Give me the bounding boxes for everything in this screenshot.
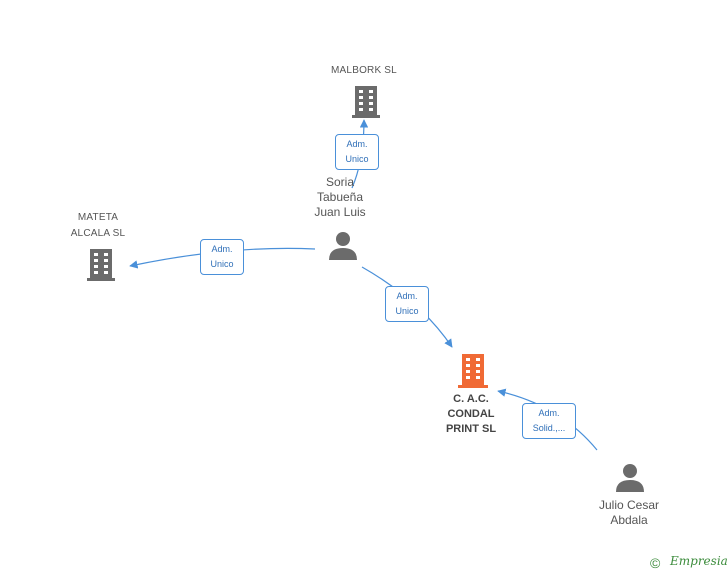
person-label-julio: Julio Cesar Abdala (598, 498, 660, 527)
person-icon[interactable] (328, 231, 358, 261)
person-icon[interactable] (615, 463, 645, 493)
building-icon[interactable] (350, 84, 382, 120)
building-icon-main[interactable] (456, 352, 490, 390)
building-icon[interactable] (85, 247, 117, 283)
edge-label-soria-condal[interactable]: Adm. Unico (385, 286, 429, 322)
edge-label-julio-condal[interactable]: Adm. Solid.,... (522, 403, 576, 439)
company-label-condal: C. A.C. CONDAL PRINT SL (445, 393, 497, 435)
company-label-malbork: MALBORK SL (331, 65, 397, 76)
edge-label-soria-mateta[interactable]: Adm. Unico (200, 239, 244, 275)
company-label-mateta: MATETA ALCALA SL (70, 212, 126, 239)
copyright-icon: © (650, 555, 661, 571)
person-label-soria: Soria Tabueña Juan Luis (314, 175, 366, 219)
brand-logo[interactable]: Empresia (670, 554, 728, 568)
edge-label-soria-malbork[interactable]: Adm. Unico (335, 134, 379, 170)
